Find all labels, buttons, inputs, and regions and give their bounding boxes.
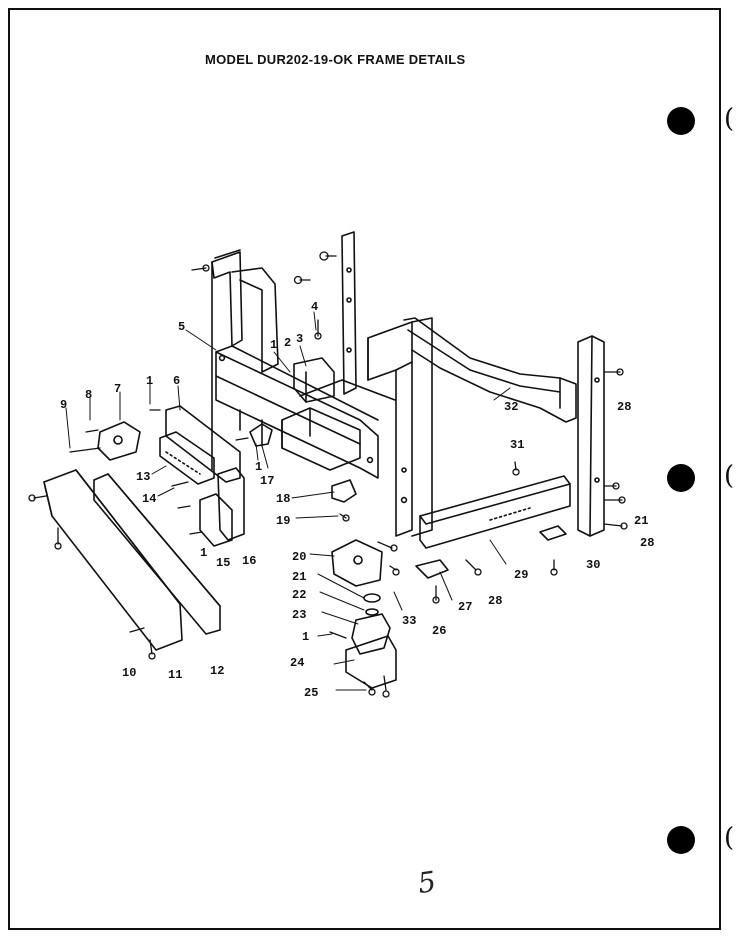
callout-33: 33 [402, 614, 416, 628]
star-bracket [249, 423, 273, 447]
callout-10: 10 [122, 666, 136, 680]
hinge-18 [331, 479, 357, 503]
callout-labels: 1 2 3 4 5 6 7 8 9 1 1 17 13 14 1 15 16 1… [60, 300, 654, 700]
rear-vertical-strap [341, 231, 357, 395]
kick-panel-12 [93, 473, 221, 635]
binder-hole-top [667, 107, 695, 135]
callout-18: 18 [276, 492, 290, 506]
callout-28-upper: 28 [617, 400, 631, 414]
foot-clip [539, 525, 567, 541]
plate-13 [159, 431, 215, 485]
binder-hole-bottom [667, 826, 695, 854]
binder-mark-top: ( [724, 104, 735, 134]
callout-25: 25 [304, 686, 318, 700]
callout-13: 13 [136, 470, 150, 484]
callout-2: 2 [284, 336, 291, 350]
leader-lines [65, 311, 511, 691]
binder-mark-bottom: ( [724, 823, 735, 853]
page-border [8, 8, 721, 930]
bottom-right-rail [419, 475, 571, 549]
callout-6: 6 [173, 374, 180, 388]
right-vertical-channel [577, 335, 605, 537]
callout-29: 29 [514, 568, 528, 582]
callout-28-right: 28 [640, 536, 654, 550]
right-side-frame [367, 317, 433, 537]
callout-14: 14 [142, 492, 156, 506]
callout-9: 9 [60, 398, 67, 412]
plate-24 [345, 613, 397, 689]
callout-21-right: 21 [634, 514, 648, 528]
callout-32: 32 [504, 400, 518, 414]
center-cross-member [281, 379, 396, 471]
callout-11: 11 [168, 668, 182, 682]
kick-panel-11 [43, 469, 183, 651]
callout-23: 23 [292, 608, 306, 622]
bracket-15 [199, 493, 233, 547]
callout-7: 7 [114, 382, 121, 396]
callout-1-plate: 1 [302, 630, 309, 644]
top-rear-rail [403, 317, 577, 423]
bracket-27 [415, 559, 449, 579]
callout-28-lower: 28 [488, 594, 502, 608]
callout-20: 20 [292, 550, 306, 564]
callout-1-star: 1 [255, 460, 262, 474]
callout-26: 26 [432, 624, 446, 638]
callout-1-latch: 1 [146, 374, 153, 388]
callout-15: 15 [216, 556, 230, 570]
callout-12: 12 [210, 664, 224, 678]
callout-30: 30 [586, 558, 600, 572]
screws [28, 251, 628, 698]
callout-4: 4 [311, 300, 318, 314]
page-title: MODEL DUR202-19-OK FRAME DETAILS [205, 52, 466, 67]
front-upper-rail [215, 345, 379, 479]
callout-1-bracket: 1 [200, 546, 207, 560]
callout-3: 3 [296, 332, 303, 346]
binder-hole-middle [667, 464, 695, 492]
callout-8: 8 [85, 388, 92, 402]
door-latch [97, 421, 141, 461]
bracket-16 [217, 467, 245, 541]
washer-stack [363, 593, 381, 616]
callout-16: 16 [242, 554, 256, 568]
callout-21-hinge: 21 [292, 570, 306, 584]
hinge-assembly-20 [331, 539, 383, 587]
callout-31: 31 [510, 438, 524, 452]
callout-1: 1 [270, 338, 277, 352]
callout-24: 24 [290, 656, 304, 670]
callout-19: 19 [276, 514, 290, 528]
callout-22: 22 [292, 588, 306, 602]
callout-5: 5 [178, 320, 185, 334]
binder-mark-middle: ( [724, 461, 735, 491]
callout-27: 27 [458, 600, 472, 614]
hinge-bracket [293, 357, 335, 403]
callout-17: 17 [260, 474, 274, 488]
